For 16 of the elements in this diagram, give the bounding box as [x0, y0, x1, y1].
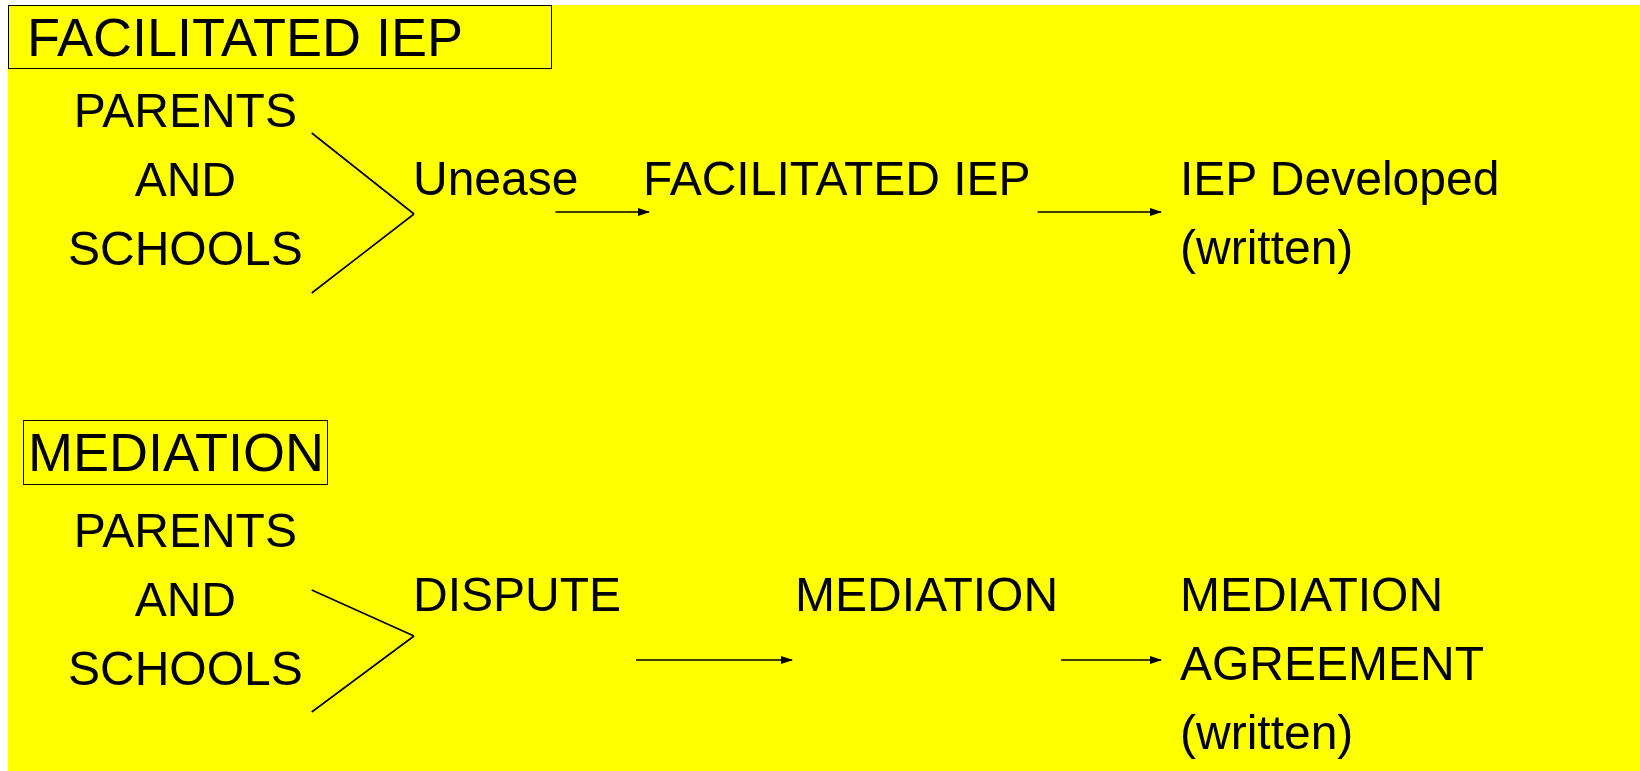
arrow — [635, 656, 793, 664]
flow-step-text: IEP Developed (written) — [1180, 144, 1520, 282]
section-heading-box: FACILITATED IEP — [8, 5, 552, 69]
flow-step-text: DISPUTE — [413, 560, 622, 675]
section-heading-box: MEDIATION — [23, 420, 328, 485]
arrow — [554, 208, 650, 216]
flow-step-text: FACILITATED IEP — [643, 144, 1031, 213]
flow-step-text: PARENTS AND SCHOOLS — [68, 496, 303, 703]
flow-step-text: MEDIATION AGREEMENT (written) — [1180, 560, 1484, 767]
arrow — [1036, 208, 1162, 216]
flow-step-text: Unease — [413, 144, 579, 234]
chevron-connector — [310, 589, 415, 713]
arrow — [1060, 656, 1162, 664]
chevron-connector — [310, 132, 415, 294]
flow-step-text: MEDIATION — [795, 560, 1059, 629]
flow-step-text: PARENTS AND SCHOOLS — [68, 76, 303, 283]
